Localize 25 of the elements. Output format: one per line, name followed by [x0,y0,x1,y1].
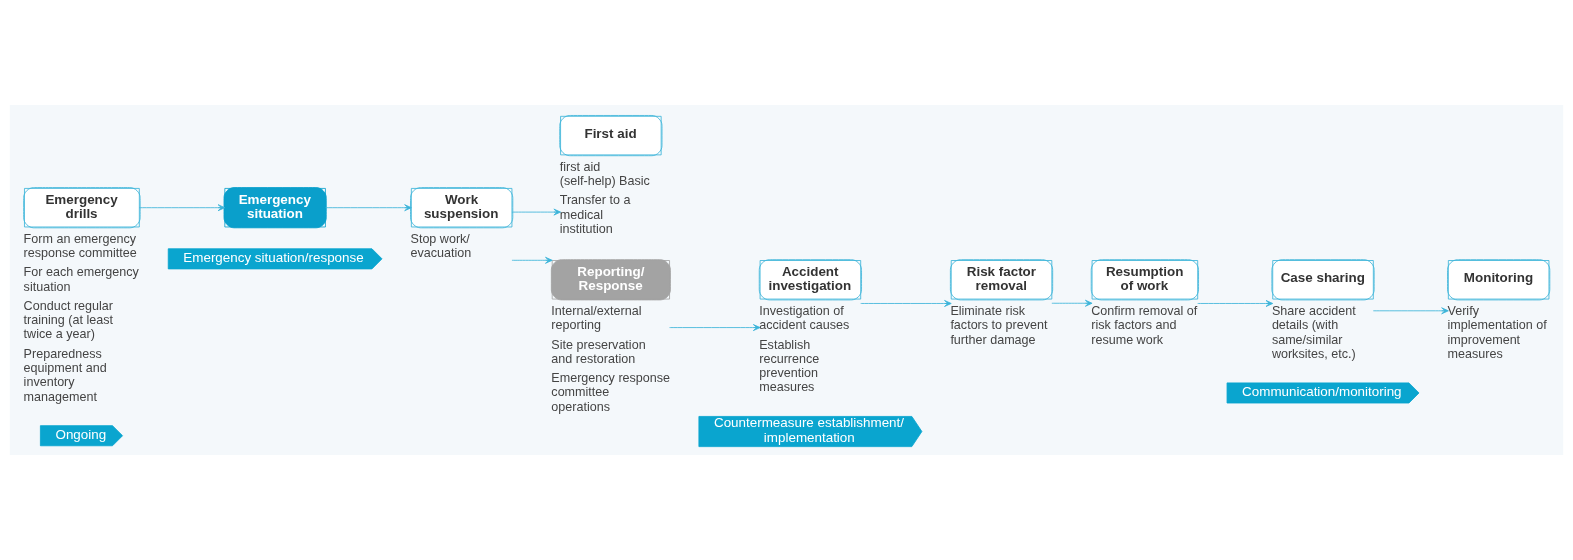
node-label: Form an emergency response committee [23,231,137,261]
arrow [1051,299,1093,307]
arrow [511,208,561,216]
node-label: Verify implementation of improvement measures [1447,304,1547,361]
node-label: Confirm removal of risk factors and resume work [1091,304,1198,347]
node-label: first aid (self-help) Basic [559,159,650,189]
node-label: Conduct regular training (at least twice a year) [23,298,114,342]
node-label: Share accident details (with same/similar worksites, etc.) [1271,304,1356,361]
node-label: Internal/external reporting [551,304,642,333]
node-label: Emergency response committee operations [551,371,671,414]
arrow [325,204,412,212]
node-label: Site preservation and restoration [551,337,646,366]
node-label: Transfer to a medical institution [559,193,631,236]
arrow [1197,300,1274,307]
arrow [860,300,952,307]
node-label: For each emergency situation [23,265,139,294]
node-label: Eliminate risk factors to prevent further damage [950,304,1048,347]
arrow [669,324,761,331]
arrow [138,204,226,212]
arrow [1372,307,1449,315]
node-label: Investigation of accident causes [759,304,850,333]
node-label: Preparedness equipment and inventory management [23,346,107,404]
node-label: Establish recurrence prevention measures [759,337,820,395]
arrow [511,256,553,264]
node-label: Stop work/ evacuation [410,231,472,261]
